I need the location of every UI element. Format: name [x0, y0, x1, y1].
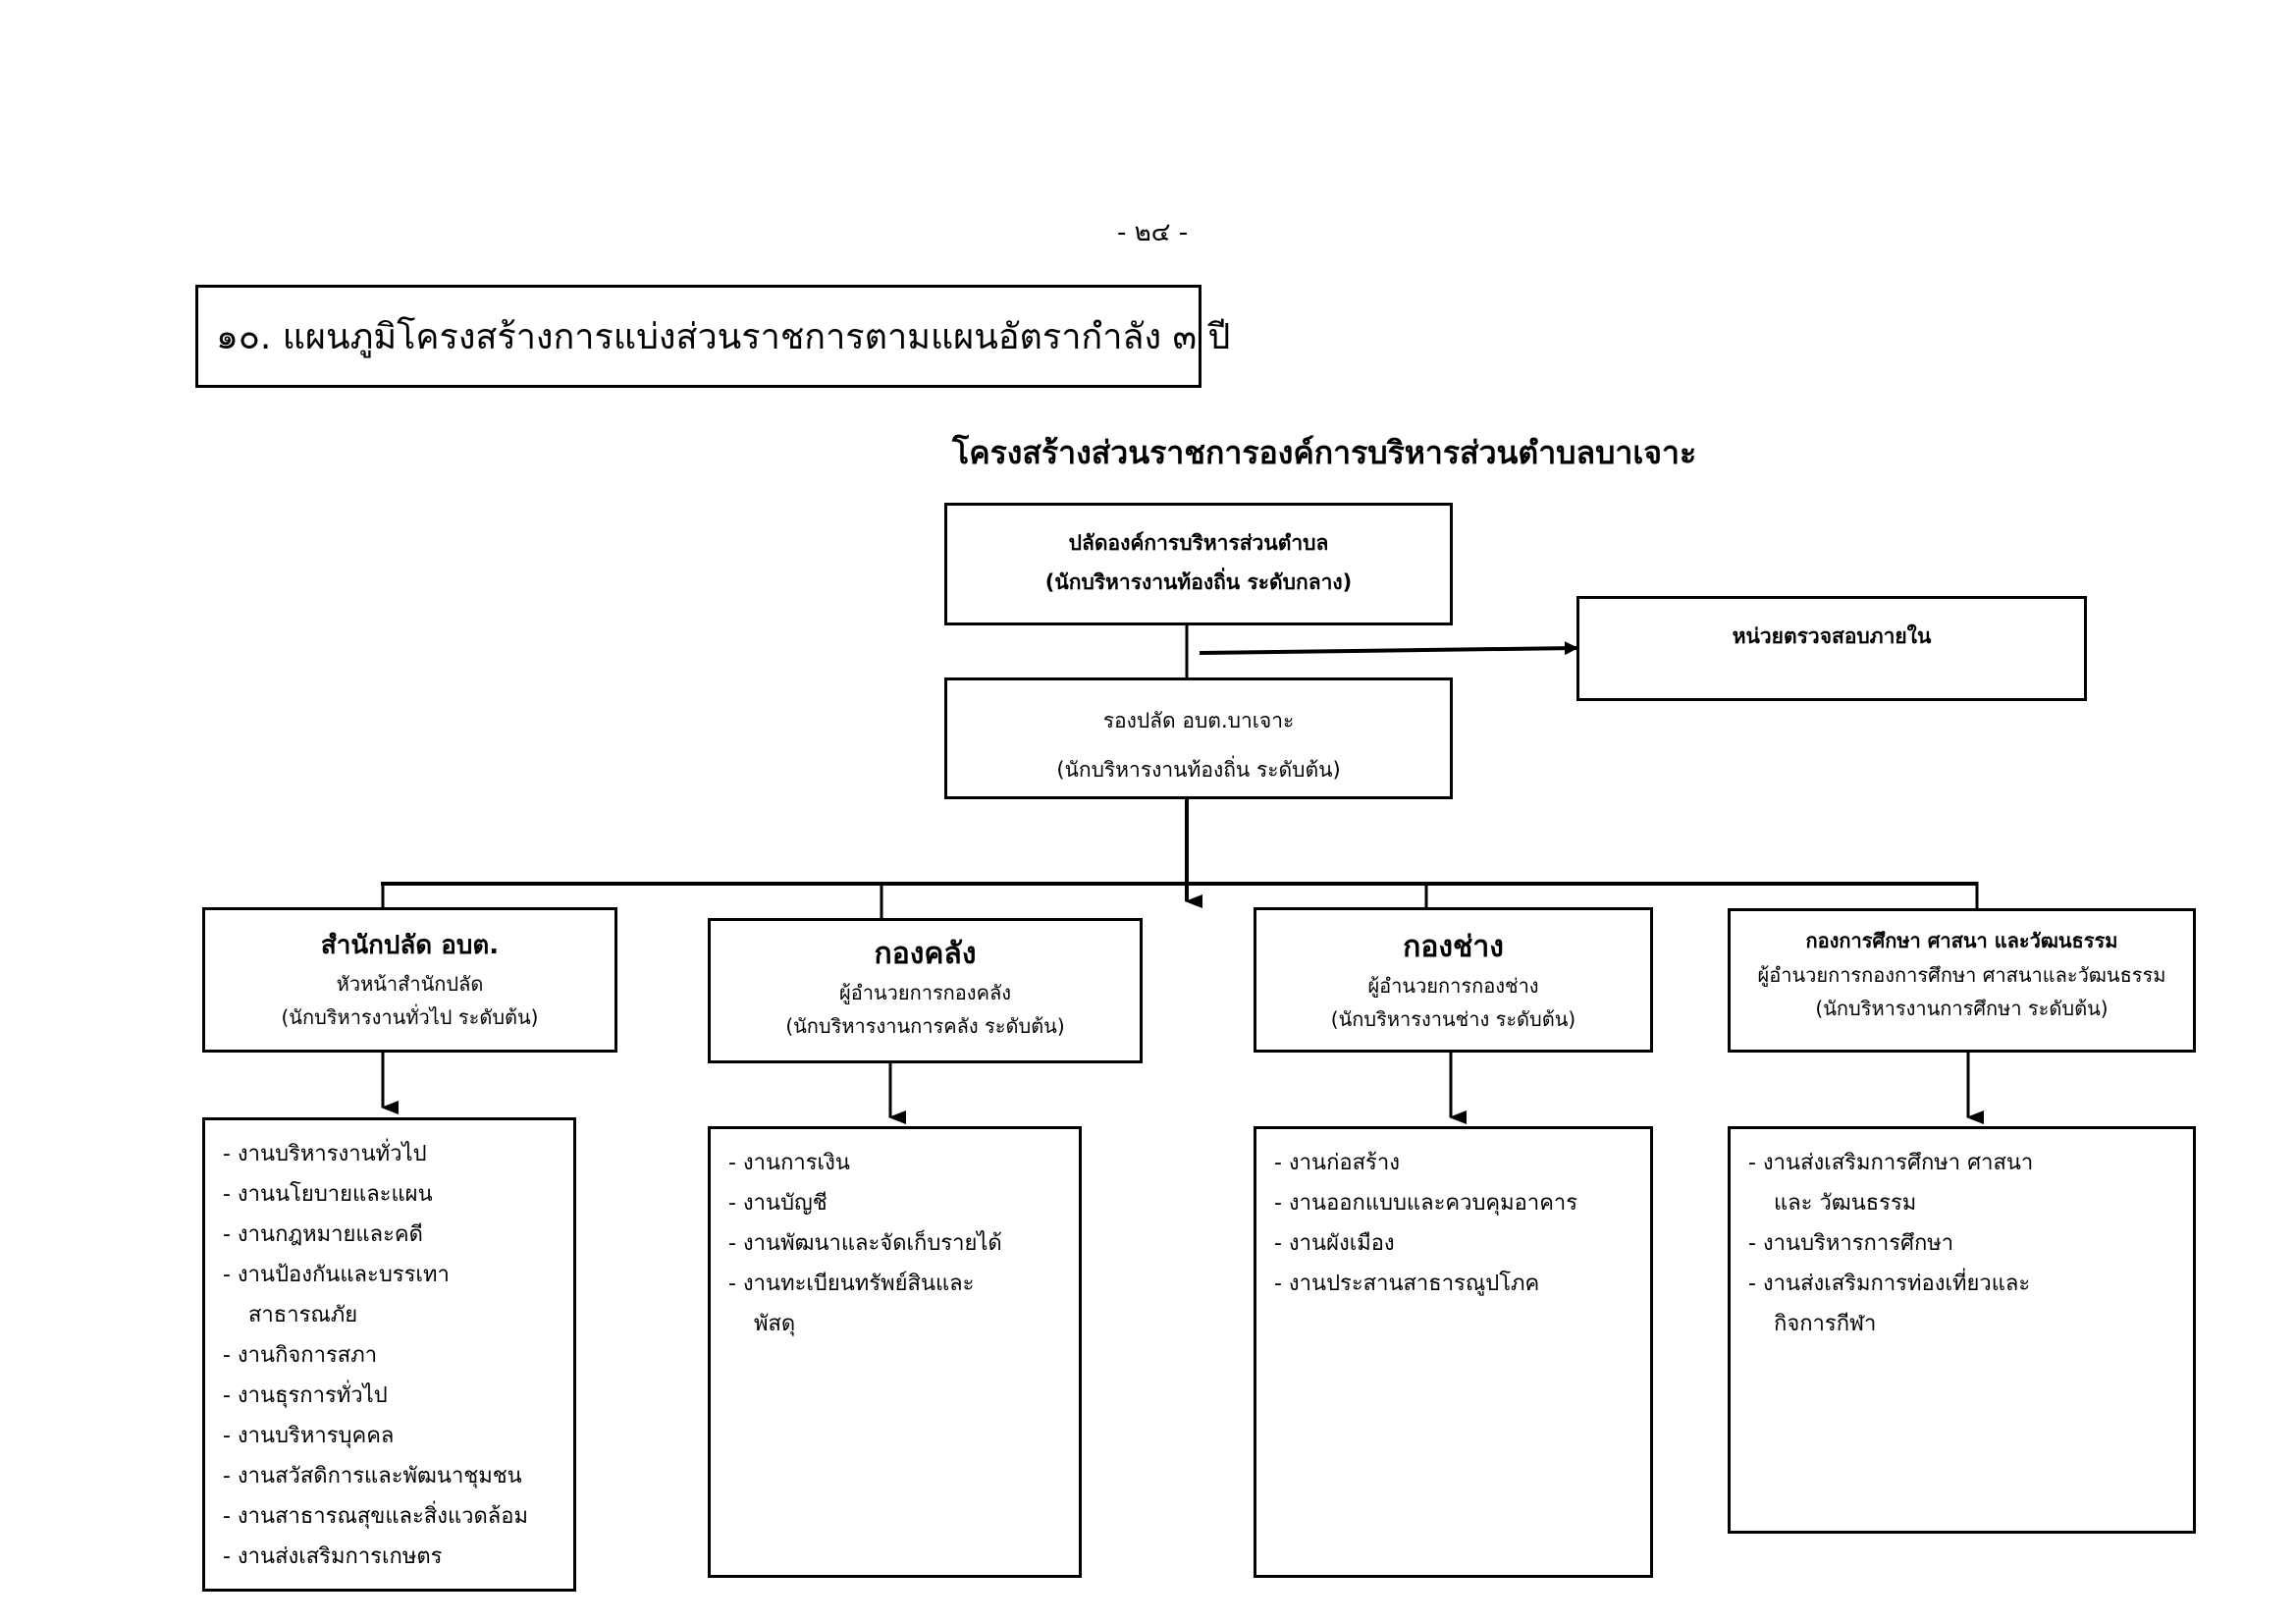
- division-name: กองช่าง: [1403, 930, 1504, 964]
- division-level: (นักบริหารงานช่าง ระดับต้น): [1330, 1007, 1576, 1031]
- division-head: ผู้อำนวยการกองคลัง: [839, 981, 1011, 1004]
- deputy-title: รองปลัด อบต.บาเจาะ: [1102, 709, 1295, 732]
- division-name: กองคลัง: [874, 937, 977, 971]
- task-item: - งานบริหารการศึกษา: [1748, 1231, 1954, 1256]
- task-item-continued: สาธารณภัย: [248, 1303, 358, 1327]
- task-item: - งานพัฒนาและจัดเก็บรายได้: [728, 1231, 1002, 1256]
- task-item-continued: กิจการกีฬา: [1774, 1312, 1877, 1336]
- task-item: - งานบริหารบุคคล: [223, 1424, 395, 1448]
- task-item: - งานธุรการทั่วไป: [223, 1383, 388, 1408]
- task-list-engineering: - งานก่อสร้าง - งานออกแบบและควบคุมอาคาร …: [1254, 1126, 1653, 1578]
- division-name: สำนักปลัด อบต.: [320, 931, 500, 960]
- division-level: (นักบริหารงานการคลัง ระดับต้น): [785, 1014, 1065, 1038]
- division-head: หัวหน้าสำนักปลัด: [336, 972, 484, 996]
- task-item: - งานสวัสดิการและพัฒนาชุมชน: [223, 1464, 522, 1489]
- task-list-finance: - งานการเงิน - งานบัญชี - งานพัฒนาและจัด…: [708, 1126, 1082, 1578]
- division-box-education: กองการศึกษา ศาสนา และวัฒนธรรม ผู้อำนวยกา…: [1728, 908, 2196, 1053]
- internal-audit-title: หน่วยตรวจสอบภายใน: [1732, 624, 1932, 648]
- division-box-finance: กองคลัง ผู้อำนวยการกองคลัง (นักบริหารงาน…: [708, 918, 1143, 1063]
- chief-administrator-level: (นักบริหารงานท้องถิ่น ระดับกลาง): [1044, 570, 1353, 594]
- chart-title: โครงสร้างส่วนราชการองค์การบริหารส่วนตำบล…: [952, 434, 1697, 471]
- connector-audit-arrow: [1199, 641, 1578, 656]
- task-item: - งานส่งเสริมการท่องเที่ยวและ: [1748, 1272, 2031, 1296]
- division-level: (นักบริหารงานการศึกษา ระดับต้น): [1815, 997, 2109, 1020]
- task-item: - งานผังเมือง: [1274, 1231, 1395, 1256]
- task-item: - งานออกแบบและควบคุมอาคาร: [1274, 1191, 1578, 1216]
- division-box-engineering: กองช่าง ผู้อำนวยการกองช่าง (นักบริหารงาน…: [1254, 907, 1653, 1053]
- page-number: - ๒๔ -: [1117, 218, 1189, 247]
- chief-administrator-title: ปลัดองค์การบริหารส่วนตำบล: [1068, 531, 1329, 555]
- task-item: - งานสาธารณสุขและสิ่งแวดล้อม: [223, 1504, 528, 1529]
- task-item: - งานประสานสาธารณูปโภค: [1274, 1272, 1540, 1296]
- task-list-education: - งานส่งเสริมการศึกษา ศาสนา และ วัฒนธรรม…: [1728, 1126, 2196, 1534]
- task-item: - งานนโยบายและแผน: [223, 1182, 433, 1207]
- task-item: - งานบริหารงานทั่วไป: [223, 1142, 427, 1166]
- task-item: - งานทะเบียนทรัพย์สินและ: [728, 1272, 975, 1296]
- task-item: - งานกิจการสภา: [223, 1343, 378, 1368]
- section-title: ๑๐. แผนภูมิโครงสร้างการแบ่งส่วนราชการตาม…: [216, 317, 1231, 357]
- task-item: - งานบัญชี: [728, 1191, 828, 1216]
- division-head: ผู้อำนวยการกองการศึกษา ศาสนาและวัฒนธรรม: [1757, 963, 2166, 987]
- chief-administrator-box: ปลัดองค์การบริหารส่วนตำบล (นักบริหารงานท…: [944, 503, 1453, 625]
- internal-audit-box: หน่วยตรวจสอบภายใน: [1576, 596, 2087, 701]
- task-item: - งานการเงิน: [728, 1151, 850, 1175]
- deputy-box: รองปลัด อบต.บาเจาะ (นักบริหารงานท้องถิ่น…: [944, 677, 1453, 799]
- task-item: - งานก่อสร้าง: [1274, 1151, 1400, 1175]
- section-title-box: ๑๐. แผนภูมิโครงสร้างการแบ่งส่วนราชการตาม…: [195, 285, 1230, 388]
- deputy-level: (นักบริหารงานท้องถิ่น ระดับต้น): [1056, 758, 1341, 782]
- task-item: - งานส่งเสริมการศึกษา ศาสนา: [1748, 1151, 2034, 1175]
- division-name: กองการศึกษา ศาสนา และวัฒนธรรม: [1805, 929, 2118, 952]
- task-list-office: - งานบริหารงานทั่วไป - งานนโยบายและแผน -…: [202, 1117, 576, 1592]
- task-item: - งานป้องกันและบรรเทา: [223, 1263, 450, 1287]
- task-item: - งานส่งเสริมการเกษตร: [223, 1544, 443, 1569]
- task-item: - งานกฎหมายและคดี: [223, 1222, 423, 1247]
- task-item-continued: พัสดุ: [754, 1312, 796, 1336]
- division-level: (นักบริหารงานทั่วไป ระดับต้น): [281, 1005, 539, 1029]
- division-head: ผู้อำนวยการกองช่าง: [1367, 974, 1539, 998]
- task-item-continued: และ วัฒนธรรม: [1774, 1191, 1917, 1216]
- division-box-office: สำนักปลัด อบต. หัวหน้าสำนักปลัด (นักบริห…: [202, 907, 617, 1053]
